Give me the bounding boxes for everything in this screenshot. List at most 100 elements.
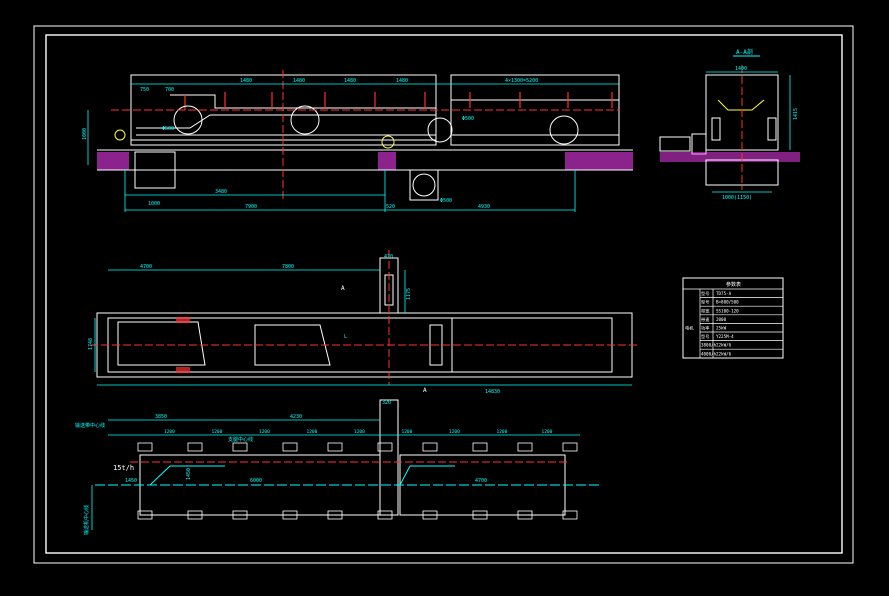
outer-frame — [33, 25, 854, 564]
plan-label: L — [344, 334, 347, 340]
section-aa-view: A-A剖 1400 1415 1000(1150) — [659, 48, 800, 201]
dim-text: 1000 — [148, 201, 160, 207]
lower-pads — [137, 442, 578, 520]
pitch-dim-text: 1200 — [402, 429, 413, 435]
foundation-pad — [422, 442, 438, 452]
table-key-cell: 4000/h — [701, 351, 717, 356]
foundation-pad — [232, 510, 248, 520]
table-value-cell: TD75-A — [716, 291, 732, 296]
foundation-pad — [472, 510, 488, 520]
dim-text: 7900 — [245, 204, 257, 210]
bend-pulley — [290, 105, 320, 135]
foundation-pad — [377, 510, 393, 520]
drive-pulley — [549, 115, 579, 145]
table-key-cell: 功率 — [701, 325, 709, 332]
foundation-pad — [327, 510, 343, 520]
table-value-cell: 22kW/6 — [716, 351, 732, 356]
dim-text: 4230 — [290, 414, 302, 420]
section-mark: A — [423, 387, 427, 394]
dim-text: 1748 — [88, 338, 94, 350]
note-text: 输送机中心线 — [83, 505, 90, 535]
inner-frame — [45, 34, 843, 554]
left-support — [134, 151, 176, 189]
table-key-cell: 带宽 — [701, 307, 710, 314]
table-title: 参数表 — [726, 281, 741, 288]
dim-text: Φ500 — [162, 126, 174, 132]
belt-upper — [136, 114, 436, 129]
section-post-left — [711, 117, 721, 141]
foundation-pad — [562, 442, 578, 452]
foundation-pad — [377, 442, 393, 452]
ground-hatch-left — [97, 152, 129, 170]
dim-text: 1480 — [396, 78, 408, 84]
section-mark: A — [341, 285, 345, 292]
table-value-cell: Y225M-4 — [716, 334, 734, 339]
table-value-cell: 25kW — [716, 326, 727, 331]
table-group-cell: 电机 — [685, 325, 694, 332]
plan-bearing — [176, 317, 190, 323]
table-key-cell: 型号 — [701, 333, 709, 340]
dim-text: 1480 — [293, 78, 305, 84]
dim-text: 1415 — [793, 108, 799, 120]
hopper-pulley — [412, 173, 436, 197]
foundation-pad — [137, 442, 153, 452]
foundation-pad — [517, 510, 533, 520]
dim-text: 4×1300=5200 — [505, 78, 538, 84]
troughed-idler — [717, 99, 765, 111]
dim-text: 1480 — [240, 78, 252, 84]
dim-text: 1480 — [344, 78, 356, 84]
plan-bearing — [176, 367, 190, 373]
foundation-pad — [282, 510, 298, 520]
dim-text: 3850 — [155, 414, 167, 420]
foundation-pad — [187, 442, 203, 452]
dim-text: 1400 — [735, 66, 747, 72]
table-value-cell: 2000 — [716, 317, 727, 322]
section-title: A-A剖 — [736, 48, 753, 56]
small-roller — [114, 129, 126, 141]
dim-text: 1450 — [186, 468, 192, 480]
capacity-label: 15t/h — [113, 464, 134, 472]
elevation-view: 750 700 1480 1480 1480 1480 4×1300=5200 … — [82, 70, 633, 212]
small-roller — [381, 135, 395, 149]
dim-text: 1000 — [82, 128, 88, 140]
note-text: 输送带中心线 — [75, 422, 105, 429]
foundation-pad — [327, 442, 343, 452]
dim-text: 14830 — [485, 389, 500, 395]
dim-text: Φ500 — [462, 116, 474, 122]
pitch-dim-text: 1200 — [212, 429, 223, 435]
table-value-cell: SS100-120 — [716, 308, 739, 313]
dim-text: 6000 — [250, 478, 262, 484]
foundation-pad — [187, 510, 203, 520]
dim-text: 750 — [140, 87, 149, 93]
plan-hopper-left — [117, 321, 206, 366]
tail-pulley — [173, 105, 203, 135]
pitch-dim-text: 1200 — [497, 429, 508, 435]
section-motor — [659, 136, 691, 152]
table-value-cell: 22kW/6 — [716, 343, 732, 348]
dim-text: 1450 — [125, 478, 137, 484]
head-pulley — [427, 117, 453, 143]
dim-text: 1000(1150) — [722, 195, 752, 201]
pitch-dim-text: 1200 — [354, 429, 365, 435]
lower-slope-left — [149, 465, 225, 486]
foundation-pad — [422, 510, 438, 520]
table-key-cell: 型号 — [701, 290, 709, 297]
dim-text: 520 — [386, 204, 395, 210]
dim-text: 7800 — [282, 264, 294, 270]
foundation-pad — [232, 442, 248, 452]
pitch-dim-text: 1200 — [259, 429, 270, 435]
ground-hatch-mid — [378, 152, 396, 170]
pitch-dim-text: 1200 — [542, 429, 553, 435]
foundation-pad — [517, 442, 533, 452]
pitch-dim-text: 1200 — [449, 429, 460, 435]
table-value-cell: B=800/500 — [716, 300, 739, 305]
pitch-dim-text: 1200 — [164, 429, 175, 435]
dim-text: 4700 — [140, 264, 152, 270]
section-post-right — [767, 117, 777, 141]
plan-view: 4700 7800 470 1175 1748 14830 L A A — [88, 250, 640, 395]
foundation-pad — [137, 510, 153, 520]
